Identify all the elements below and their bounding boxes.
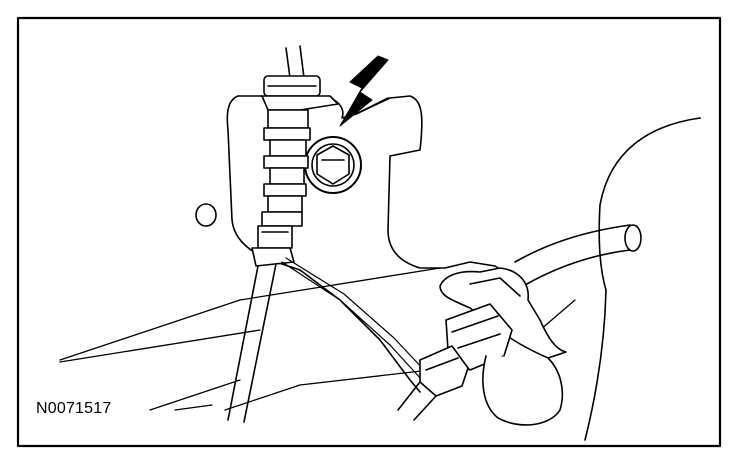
arrow-icon [339, 55, 389, 127]
fitting-assembly [397, 267, 567, 426]
figure-frame [16, 16, 722, 448]
label-leader-line [174, 404, 213, 411]
figure-reference-number: N0071517 [36, 400, 112, 417]
pipe-right [514, 224, 642, 286]
brake-line [281, 257, 427, 381]
chassis-lines [59, 267, 576, 411]
cable-assembly [227, 45, 339, 423]
round-plug [195, 203, 217, 227]
mounting-bracket [226, 93, 521, 393]
round-housing [584, 117, 701, 441]
bolt [304, 136, 362, 194]
